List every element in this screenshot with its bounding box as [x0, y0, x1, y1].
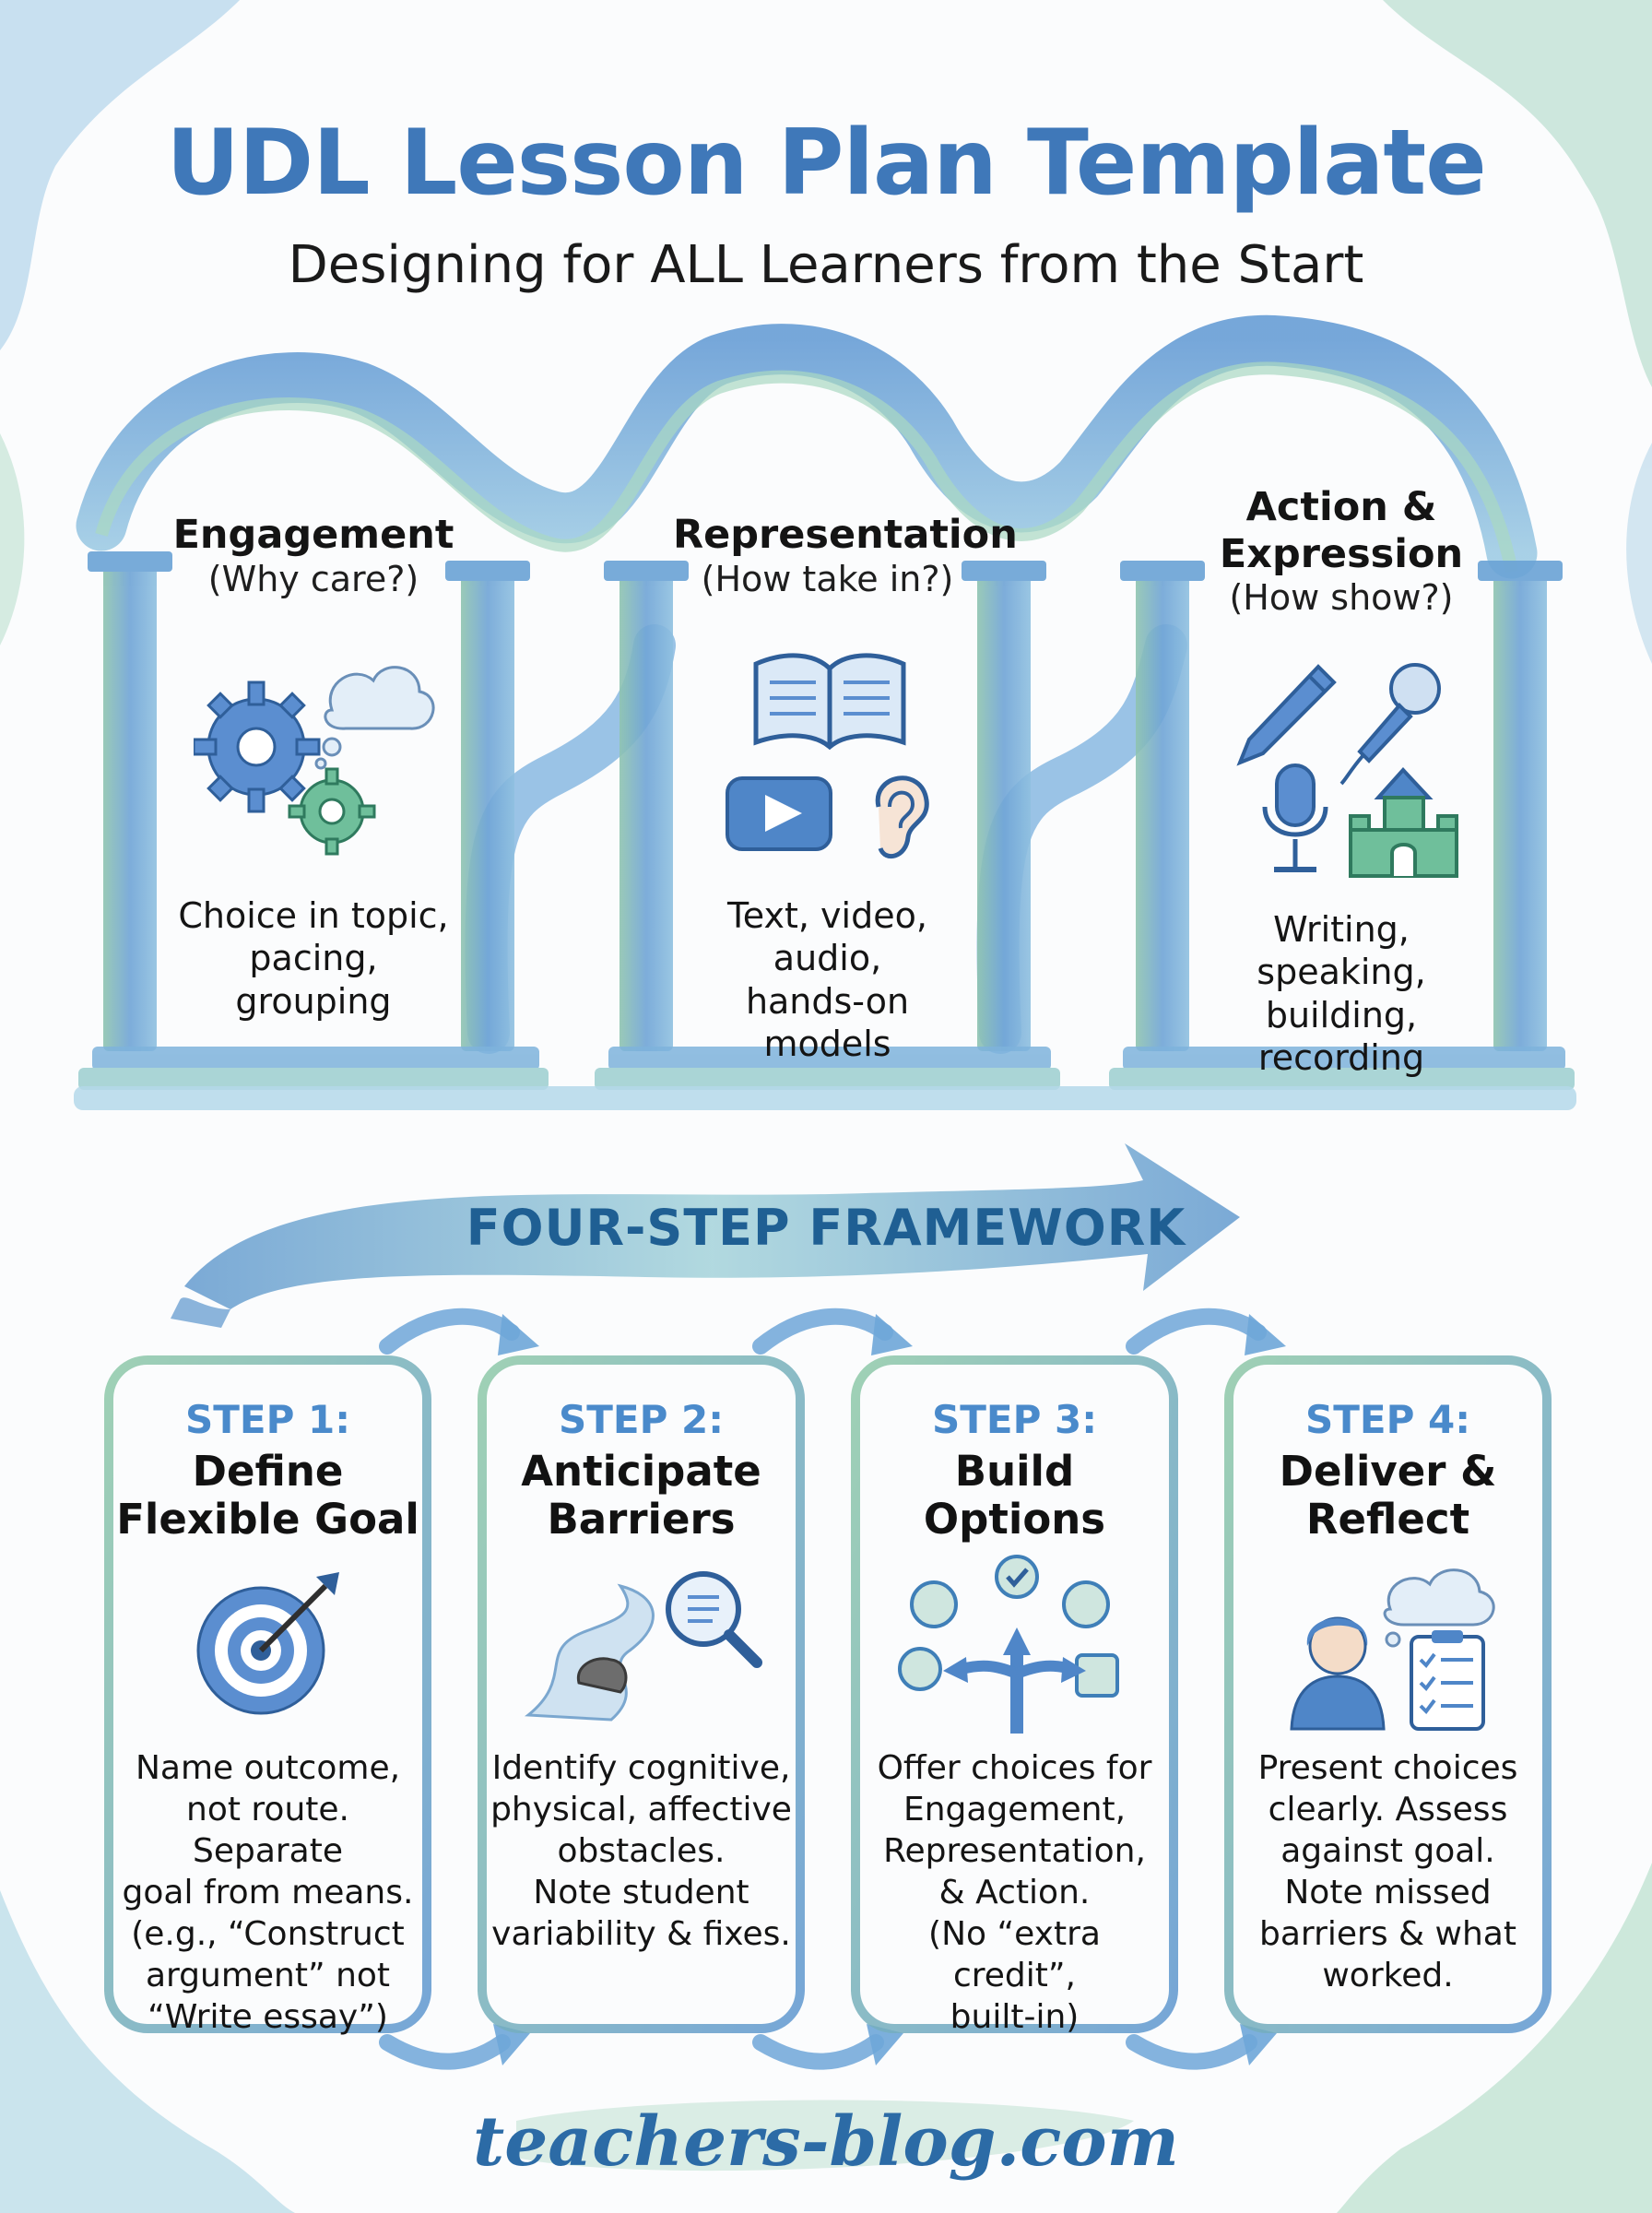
podcast-mic-icon	[1262, 763, 1328, 872]
step-card-2: STEP 2: Anticipate Barriers Identify cog…	[482, 1360, 800, 2029]
step-title: Build Options	[923, 1447, 1106, 1544]
target-icon	[196, 1572, 339, 1715]
ear-icon	[875, 775, 929, 859]
book-icon	[753, 653, 906, 751]
step-label: STEP 1:	[184, 1397, 350, 1442]
pillar-title: Action & Expression	[1219, 484, 1464, 577]
step-card-3: STEP 3: Build Options Offer choices for …	[856, 1360, 1174, 2036]
pillar-question: (Why care?)	[207, 558, 419, 599]
step-card-4: STEP 4: Deliver & Reflect Present choice…	[1229, 1360, 1547, 2029]
step-title: Anticipate Barriers	[521, 1447, 761, 1544]
pillar-title: Representation	[673, 512, 1018, 558]
microphone-icon	[1339, 663, 1441, 786]
pillar-description: Writing, speaking, building, recording	[1257, 909, 1426, 1079]
pillar-bases	[74, 1047, 1576, 1110]
pillar-description: Choice in topic, pacing, grouping	[178, 895, 449, 1022]
arch-ribbon	[76, 314, 1538, 579]
page-title: UDL Lesson Plan Template	[166, 111, 1486, 216]
pillar-representation: Representation (How take in?)	[673, 512, 1018, 599]
step-description: Name outcome, not route. Separate goal f…	[122, 1749, 414, 2036]
step-description: Identify cognitive, physical, affective …	[490, 1749, 792, 1953]
pillar-question: (How take in?)	[701, 558, 954, 599]
pillar-engagement: Engagement (Why care?)	[166, 512, 461, 599]
step-description: Offer choices for Engagement, Representa…	[877, 1749, 1152, 2036]
step-label: STEP 3:	[931, 1397, 1097, 1442]
page-subtitle: Designing for ALL Learners from the Star…	[288, 235, 1364, 295]
gears-icon	[194, 666, 435, 856]
step-label: STEP 4:	[1304, 1397, 1470, 1442]
block-castle-icon	[1349, 767, 1458, 878]
step-description: Present choices clearly. Assess against …	[1257, 1749, 1518, 1994]
top-connector-arrows	[379, 1308, 1267, 1355]
step-title: Deliver & Reflect	[1279, 1447, 1497, 1544]
teacher-checklist-icon	[1290, 1568, 1495, 1731]
pillar-question: (How show?)	[1229, 577, 1454, 619]
card-borders	[104, 1355, 1552, 2033]
framework-arrow	[171, 1143, 1240, 1328]
pen-icon	[1236, 664, 1337, 766]
pillar-title: Engagement	[172, 512, 454, 558]
footer-site-link[interactable]: teachers-blog.com	[473, 2102, 1179, 2182]
footer-brush	[516, 2100, 1134, 2172]
step-card-1: STEP 1: Define Flexible Goal Name outcom…	[109, 1360, 427, 2036]
bottom-connector-arrows	[379, 2034, 1257, 2070]
path-rock-magnifier-icon	[525, 1571, 762, 1722]
pillar-columns	[88, 551, 1563, 1051]
framework-title: FOUR-STEP FRAMEWORK	[466, 1199, 1186, 1257]
video-play-icon	[726, 776, 832, 851]
pillar-action-expression: Action & Expression (How show?)	[1189, 484, 1493, 618]
branching-options-icon	[898, 1555, 1119, 1734]
step-title: Define Flexible Goal	[116, 1447, 419, 1544]
step-label: STEP 2:	[558, 1397, 724, 1442]
pillar-description: Text, video, audio, hands-on models	[727, 895, 927, 1065]
